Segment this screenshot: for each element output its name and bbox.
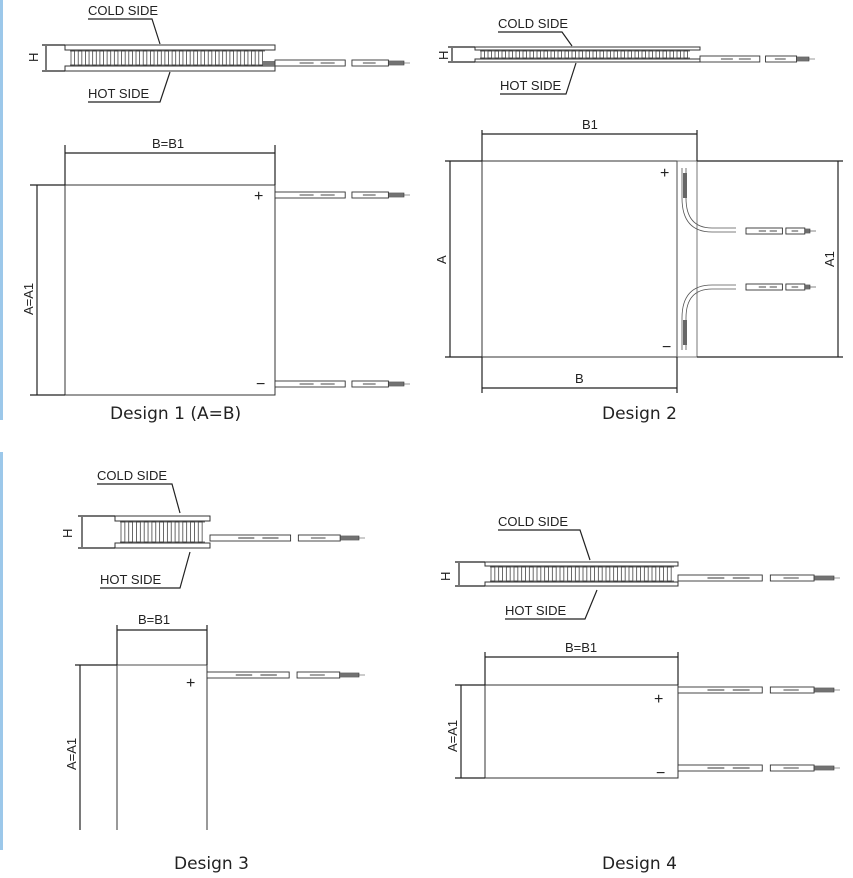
- height-dimension: A=A1: [21, 283, 36, 315]
- hot-side-label: HOT SIDE: [505, 603, 566, 618]
- cold-side-label: COLD SIDE: [498, 16, 568, 31]
- lead-wire: [677, 764, 840, 772]
- cold-side-label: COLD SIDE: [97, 468, 167, 483]
- minus-terminal-label: −: [662, 339, 671, 356]
- plus-terminal-label: +: [186, 675, 195, 692]
- width-top-dimension: B1: [582, 117, 598, 132]
- design4-caption: Design 4: [602, 854, 677, 874]
- lead-wire: [745, 227, 816, 235]
- lead-wire: [274, 59, 410, 67]
- lead-wire: [206, 671, 365, 679]
- hot-side-label: HOT SIDE: [88, 86, 149, 101]
- width-dimension: B=B1: [152, 136, 184, 151]
- design1-top-view: B=B1 A=A1 + − Design 1 (A=B): [21, 136, 410, 424]
- hot-side-label: HOT SIDE: [100, 572, 161, 587]
- lead-wire: [677, 574, 840, 582]
- width-dimension: B=B1: [138, 612, 170, 627]
- hot-side-label: HOT SIDE: [500, 78, 561, 93]
- height-left-dimension: A: [434, 255, 449, 264]
- height-label: H: [60, 529, 75, 538]
- design1-caption: Design 1 (A=B): [110, 404, 241, 424]
- height-right-dimension: A1: [822, 251, 837, 267]
- design4-top-view: B=B1 A=A1 + − Design 4: [445, 640, 840, 874]
- height-dimension: A=A1: [445, 720, 460, 752]
- thermoelectric-elements: [480, 50, 690, 59]
- width-dimension: B=B1: [565, 640, 597, 655]
- height-label: H: [438, 572, 453, 581]
- height-label: H: [26, 53, 41, 62]
- design2-caption: Design 2: [602, 404, 677, 424]
- lead-wire: [699, 55, 815, 63]
- design2-side-view: H COLD SIDE HOT SIDE: [436, 16, 815, 95]
- minus-terminal-label: −: [256, 376, 265, 393]
- thermoelectric-elements: [70, 50, 265, 66]
- height-label: H: [436, 51, 451, 60]
- design3-side-view: H COLD SIDE HOT SIDE: [60, 468, 365, 589]
- design4-side-view: H COLD SIDE HOT SIDE: [438, 514, 840, 620]
- lead-wire: [677, 686, 840, 694]
- cold-side-label: COLD SIDE: [498, 514, 568, 529]
- design3-caption: Design 3: [174, 854, 249, 874]
- thermoelectric-elements: [490, 566, 674, 582]
- lead-wire: [274, 191, 410, 199]
- height-dimension: A=A1: [64, 738, 79, 770]
- design2-top-view: B1 B A A1 + − Design 2: [434, 117, 843, 424]
- design1-side-view: H COLD SIDE HOT SIDE: [26, 3, 410, 103]
- plus-terminal-label: +: [660, 165, 669, 182]
- plus-terminal-label: +: [654, 691, 663, 708]
- design3-top-view: B=B1 A=A1 + Design 3: [64, 612, 365, 874]
- lead-wire: [745, 283, 816, 291]
- minus-terminal-label: −: [656, 765, 665, 782]
- lead-wire: [209, 534, 365, 542]
- width-bottom-dimension: B: [575, 371, 584, 386]
- plus-terminal-label: +: [254, 188, 263, 205]
- cold-side-label: COLD SIDE: [88, 3, 158, 18]
- thermoelectric-elements: [120, 521, 205, 543]
- lead-wire: [274, 380, 410, 388]
